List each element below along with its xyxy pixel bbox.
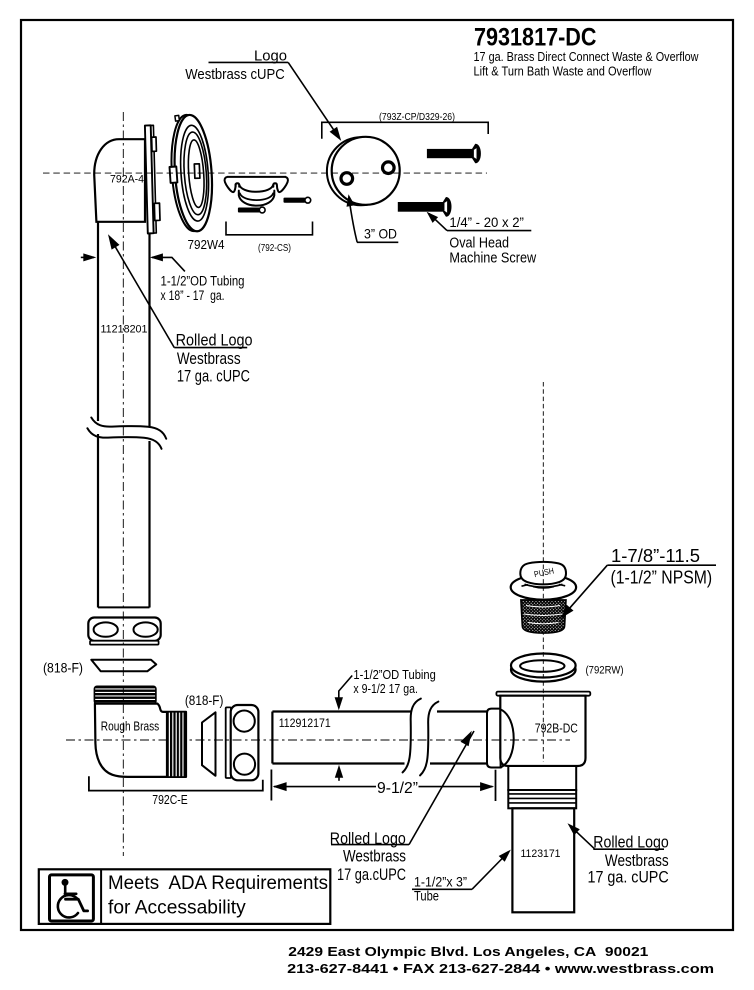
svg-text:1123171: 1123171	[521, 848, 561, 860]
svg-text:792A-4: 792A-4	[110, 174, 144, 186]
svg-text:17 ga. cUPC: 17 ga. cUPC	[588, 868, 669, 887]
svg-text:Lift & Turn Bath Waste and Ove: Lift & Turn Bath Waste and Overflow	[474, 65, 653, 79]
svg-text:Rolled Logo: Rolled Logo	[330, 829, 406, 848]
svg-text:3” OD: 3” OD	[364, 226, 397, 242]
svg-text:1-1/2”OD Tubing: 1-1/2”OD Tubing	[353, 667, 435, 682]
svg-text:Rolled Logo: Rolled Logo	[593, 833, 668, 852]
svg-text:792B-DC: 792B-DC	[535, 721, 578, 736]
svg-text:PUSH: PUSH	[533, 566, 555, 580]
svg-text:(792-CS): (792-CS)	[258, 242, 291, 254]
svg-text:for Accessability: for Accessability	[108, 897, 246, 919]
svg-text:17 ga.cUPC: 17 ga.cUPC	[337, 865, 406, 884]
svg-text:1-1/2”x 3”: 1-1/2”x 3”	[414, 875, 467, 890]
svg-text:792W4: 792W4	[188, 237, 225, 252]
svg-text:17 ga. Brass Direct Connect Wa: 17 ga. Brass Direct Connect Waste & Over…	[474, 50, 700, 64]
svg-text:Logo: Logo	[254, 48, 287, 65]
svg-text:213-627-8441 • FAX 213-627-284: 213-627-8441 • FAX 213-627-2844 • www.we…	[287, 961, 714, 976]
svg-text:Meets ADA Requirements: Meets ADA Requirements	[108, 872, 328, 894]
svg-text:Westbrass: Westbrass	[343, 847, 406, 866]
svg-text:(793Z-CP/D329-26): (793Z-CP/D329-26)	[379, 111, 455, 123]
svg-text:17 ga. cUPC: 17 ga. cUPC	[177, 367, 250, 386]
svg-text:Oval Head: Oval Head	[449, 235, 509, 252]
svg-text:x 9-1/2 17 ga.: x 9-1/2 17 ga.	[353, 681, 418, 696]
svg-text:(818-F): (818-F)	[185, 692, 224, 708]
svg-text:7931817-DC: 7931817-DC	[474, 24, 597, 52]
svg-text:1-1/2”OD Tubing: 1-1/2”OD Tubing	[161, 274, 245, 289]
svg-text:792C-E: 792C-E	[152, 793, 187, 807]
svg-text:Rolled Logo: Rolled Logo	[176, 331, 253, 350]
svg-text:Westbrass: Westbrass	[605, 851, 669, 870]
svg-text:(818-F): (818-F)	[43, 660, 83, 676]
svg-text:1-7/8”-11.5: 1-7/8”-11.5	[611, 546, 700, 566]
svg-text:Rough Brass: Rough Brass	[101, 720, 159, 734]
svg-text:2429 East Olympic Blvd. Los An: 2429 East Olympic Blvd. Los Angeles, CA …	[288, 944, 648, 959]
svg-text:(792RW): (792RW)	[586, 665, 624, 677]
svg-text:1/4” - 20 x 2”: 1/4” - 20 x 2”	[449, 214, 524, 230]
svg-text:Machine Screw: Machine Screw	[449, 250, 536, 267]
svg-text:Tube: Tube	[414, 889, 439, 904]
svg-text:(1-1/2” NPSM): (1-1/2” NPSM)	[611, 568, 713, 588]
svg-text:112912171: 112912171	[279, 718, 331, 730]
svg-text:9-1/2”: 9-1/2”	[377, 780, 418, 797]
svg-text:x 18” - 17 ga.: x 18” - 17 ga.	[161, 288, 225, 303]
svg-text:Westbrass cUPC: Westbrass cUPC	[185, 66, 285, 83]
svg-text:11218201: 11218201	[101, 324, 148, 336]
svg-text:Westbrass: Westbrass	[177, 349, 241, 368]
